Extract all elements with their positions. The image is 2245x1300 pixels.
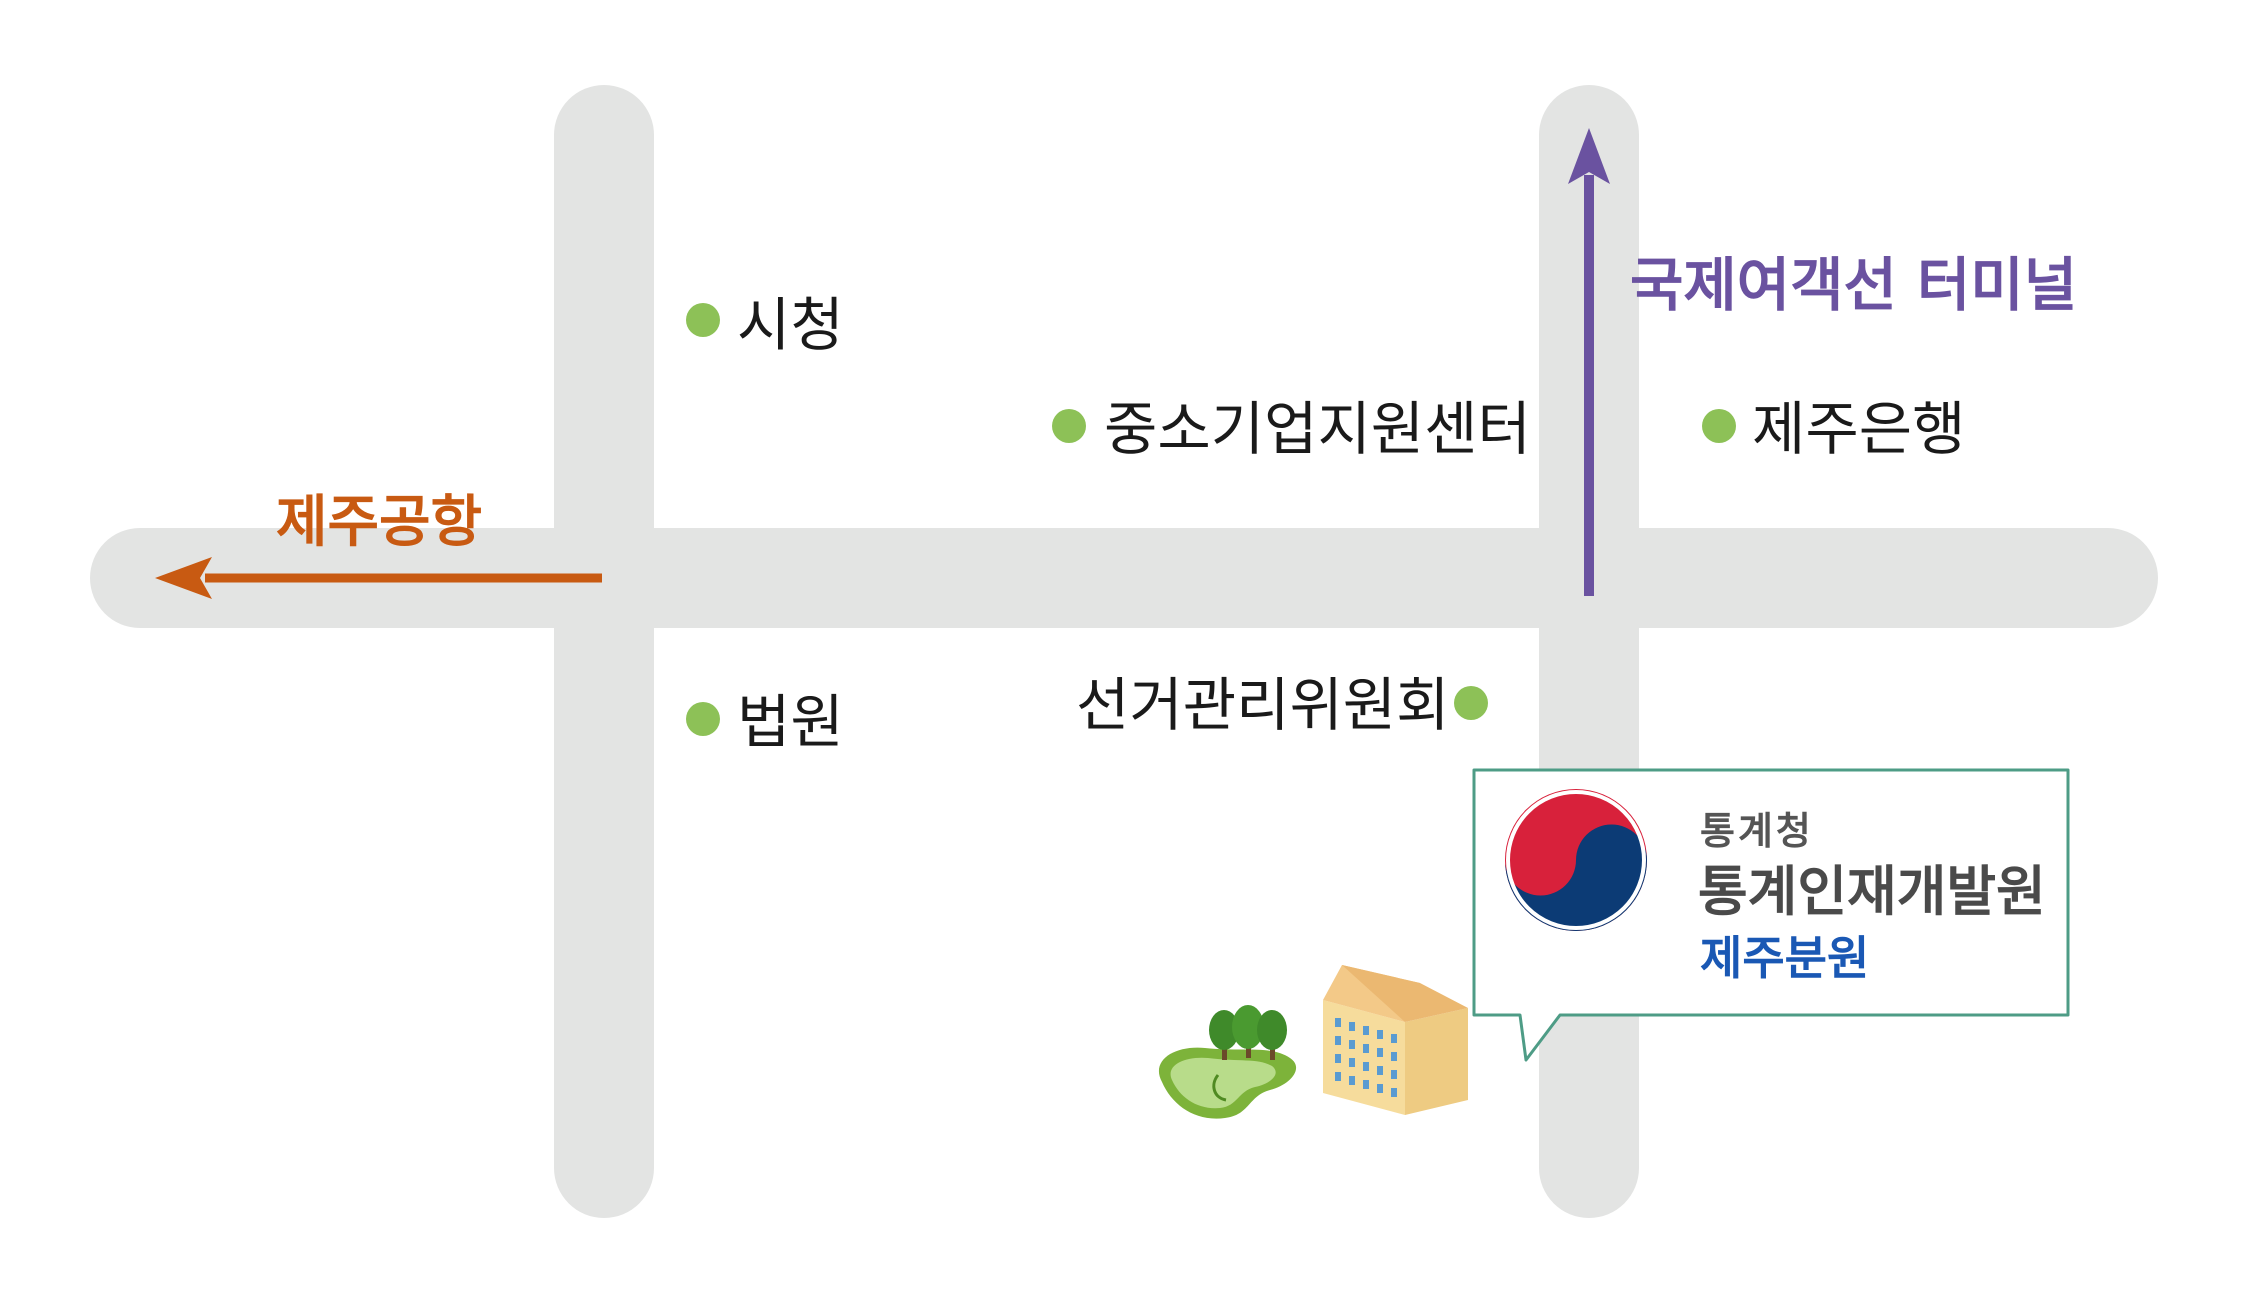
poi-dot-city-hall <box>686 303 720 337</box>
poi-city-hall: 시청 <box>737 291 844 359</box>
airport-arrow <box>155 557 602 599</box>
poi-dot-jeju-bank <box>1702 409 1736 443</box>
poi-dot-election-commission <box>1454 686 1488 720</box>
poi-court: 법원 <box>737 688 844 756</box>
poi-dot-sme-center <box>1052 409 1086 443</box>
direction-ferry-terminal-label: 국제여객선 터미널 <box>1630 251 2078 319</box>
institute-callout <box>1472 768 2070 1062</box>
direction-airport-label: 제주공항 <box>276 490 483 555</box>
callout-institute-label: 통계인재개발원 <box>1698 860 2046 923</box>
poi-jeju-bank: 제주은행 <box>1752 395 1966 463</box>
trees-pond-icon <box>1158 1005 1297 1119</box>
taegeuk-emblem-icon <box>1505 789 1647 931</box>
building-icon <box>1323 965 1468 1115</box>
poi-dot-court <box>686 702 720 736</box>
poi-election-commission: 선거관리위원회 <box>1076 671 1450 739</box>
callout-branch-label: 제주분원 <box>1700 931 1870 985</box>
poi-sme-center: 중소기업지원센터 <box>1104 395 1531 463</box>
callout-ministry-label: 통계청 <box>1700 809 1814 853</box>
ferry-terminal-arrow <box>1568 128 1610 596</box>
